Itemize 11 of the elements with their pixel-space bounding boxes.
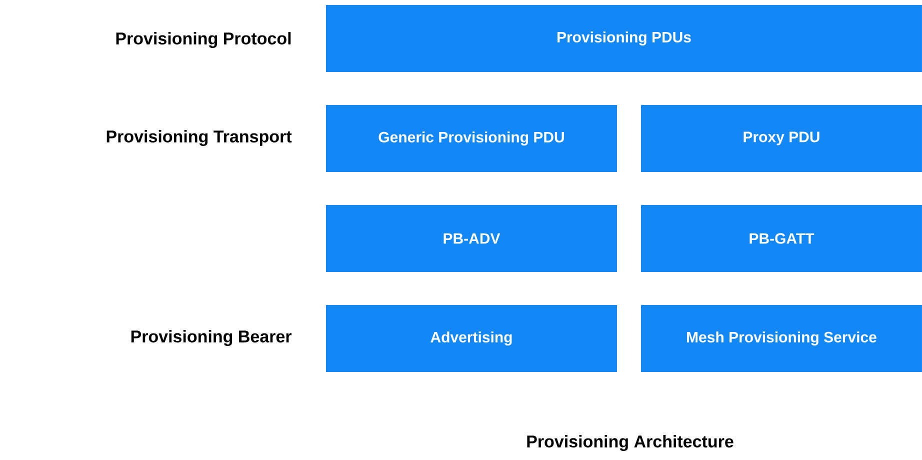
caption: Provisioning Architecture xyxy=(527,435,734,451)
layer-label: Provisioning Transport xyxy=(106,130,292,146)
layer-box: Mesh Provisioning Service xyxy=(641,304,922,372)
layer-box: Advertising xyxy=(326,304,617,372)
layer-box: PB-GATT xyxy=(641,205,922,272)
layer-box: Proxy PDU xyxy=(641,105,922,172)
layer-box: Generic Provisioning PDU xyxy=(326,105,617,172)
layer-box: Provisioning PDUs xyxy=(326,5,922,72)
layer-label: Provisioning Bearer xyxy=(131,330,292,346)
layer-box: PB-ADV xyxy=(326,205,617,272)
layer-label: Provisioning Protocol xyxy=(116,32,291,48)
